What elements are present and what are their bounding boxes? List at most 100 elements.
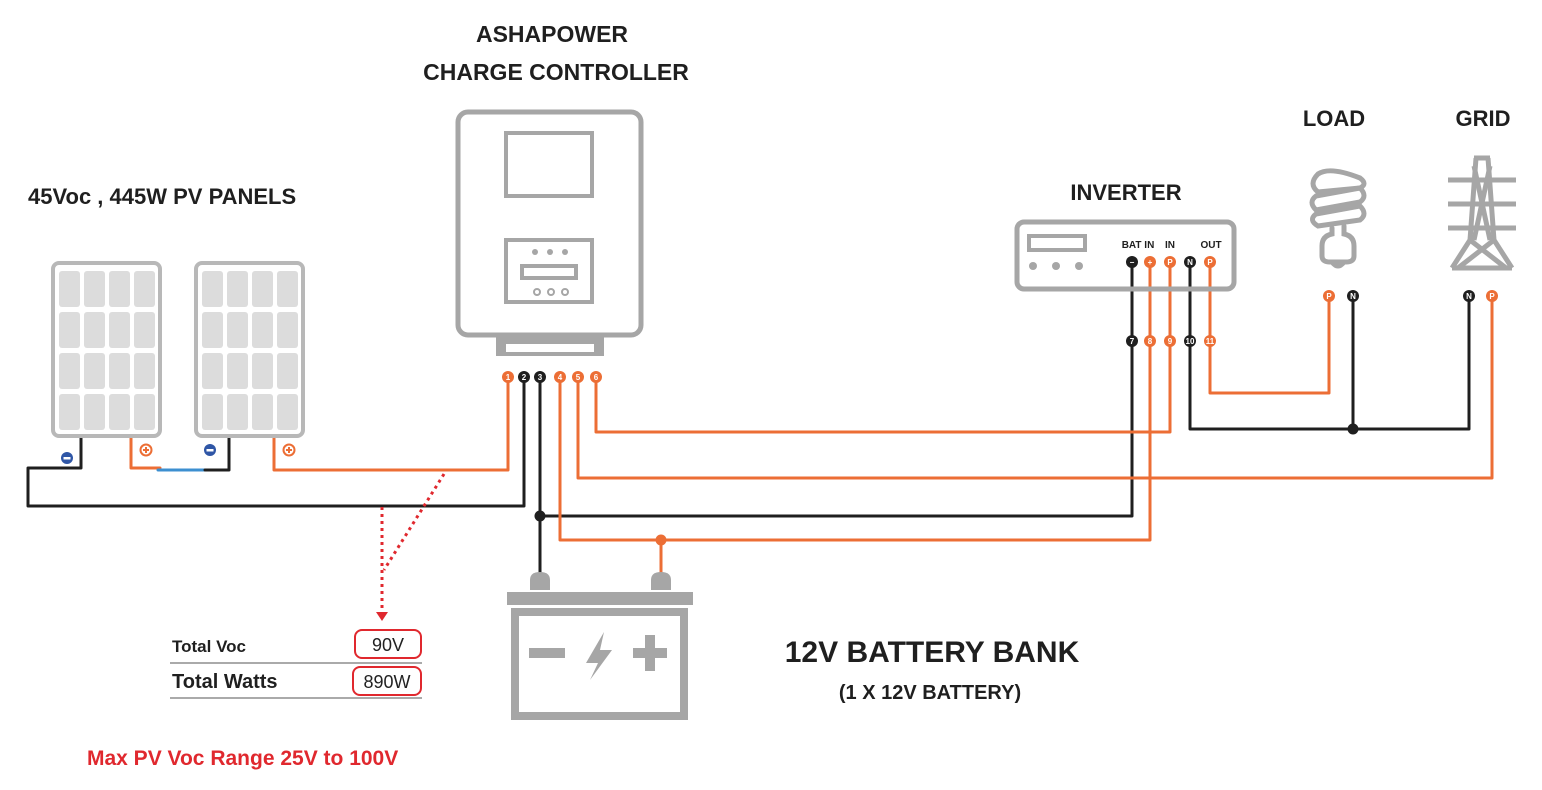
pv-panels (51, 261, 305, 464)
total-watts-box (352, 666, 422, 696)
inverter-port-4: P (1204, 256, 1216, 268)
svg-text:P: P (1167, 258, 1173, 267)
total-voc-label: Total Voc (172, 637, 246, 656)
wire-grid-live (576, 298, 1494, 480)
controller-title-line2: CHARGE CONTROLLER (423, 59, 689, 85)
inverter-title: INVERTER (1070, 180, 1181, 205)
load-terminal-N: N (1347, 290, 1359, 302)
svg-text:P: P (1207, 258, 1213, 267)
minus-icon (529, 648, 565, 658)
svg-text:4: 4 (558, 373, 563, 382)
charge-controller (455, 109, 644, 356)
svg-text:N: N (1350, 292, 1356, 301)
grid-terminal-P: P (1486, 290, 1498, 302)
controller-terminals: 1 2 3 4 5 6 (502, 371, 602, 383)
wire-load-live (1208, 298, 1331, 395)
controller-title-line1: ASHAPOWER (476, 21, 628, 47)
svg-text:1: 1 (506, 373, 511, 382)
battery-negative-post (530, 572, 550, 590)
controller-terminal-1: 1 (502, 371, 514, 383)
total-watts-label: Total Watts (172, 671, 278, 693)
svg-text:3: 3 (538, 373, 543, 382)
max-pv-voc-note: Max PV Voc Range 25V to 100V (87, 747, 398, 770)
controller-terminal-6: 6 (590, 371, 602, 383)
svg-text:−: − (1130, 258, 1135, 267)
negative-terminal-icon (61, 452, 73, 464)
pv-panels-title: 45Voc , 445W PV PANELS (28, 184, 296, 209)
inverter-terminal-7: 7 (1126, 335, 1138, 347)
svg-text:11: 11 (1206, 337, 1215, 346)
solar-panel-icon (194, 261, 305, 438)
wire-inverter-bat-positive (558, 343, 1152, 542)
controller-terminal-3: 3 (534, 371, 546, 383)
battery-bank-subtitle: (1 X 12V BATTERY) (839, 682, 1021, 704)
controller-terminal-5: 5 (572, 371, 584, 383)
inverter: BAT IN IN OUT (1014, 219, 1237, 292)
junction-dot (534, 510, 546, 522)
inverter-port-3: N (1184, 256, 1196, 268)
svg-text:P: P (1489, 292, 1495, 301)
controller-display (504, 131, 594, 198)
svg-text:6: 6 (594, 373, 599, 382)
svg-text:2: 2 (522, 373, 527, 382)
inverter-port-2: P (1164, 256, 1176, 268)
positive-terminal-icon (139, 443, 153, 457)
wire-panel1-positive (129, 436, 162, 470)
inverter-terminal-11: 11 (1204, 335, 1216, 347)
controller-terminal-2: 2 (518, 371, 530, 383)
arrow-down-icon (376, 612, 388, 621)
controller-panel (504, 238, 594, 304)
junction-dot (1347, 423, 1359, 435)
junction-dot (655, 534, 667, 546)
controller-terminal-4: 4 (554, 371, 566, 383)
svg-text:N: N (1466, 292, 1472, 301)
inverter-terminal-8: 8 (1144, 335, 1156, 347)
battery-positive-post (651, 572, 671, 590)
battery-bank-title: 12V BATTERY BANK (785, 636, 1080, 669)
wire-pv-negative (26, 378, 526, 508)
lightbulb-icon (1309, 168, 1367, 269)
total-watts-value: 890W (363, 672, 410, 692)
inverter-terminal-10: 10 (1184, 335, 1196, 347)
wire-inverter-ac-in (594, 343, 1172, 434)
grid-title: GRID (1456, 106, 1511, 131)
svg-text:N: N (1187, 258, 1193, 267)
wire-inverter-bat-negative (538, 343, 1134, 518)
battery-icon (507, 572, 693, 720)
svg-text:P: P (1326, 292, 1332, 301)
inverter-bat-in-label: BAT IN (1122, 240, 1155, 251)
svg-text:7: 7 (1130, 337, 1135, 346)
wire-panel2-negative (203, 436, 231, 472)
wire-pv-positive (272, 378, 510, 472)
power-pylon-icon (1448, 155, 1516, 271)
lightning-icon (586, 632, 612, 680)
load-title: LOAD (1303, 106, 1365, 131)
wire-neutral-bus (1188, 298, 1471, 431)
inverter-terminal-9: 9 (1164, 335, 1176, 347)
positive-terminal-icon (282, 443, 296, 457)
svg-text:10: 10 (1186, 337, 1195, 346)
total-voc-value: 90V (372, 635, 404, 655)
inverter-display (1027, 234, 1087, 252)
inverter-ports: − + P N P (1126, 256, 1216, 268)
inverter-port-0: − (1126, 256, 1138, 268)
total-voc-box (354, 629, 422, 659)
inverter-port-1: + (1144, 256, 1156, 268)
svg-text:9: 9 (1168, 337, 1173, 346)
load-terminal-P: P (1323, 290, 1335, 302)
totals-table: Total Voc 90V Total Watts 890W (170, 629, 422, 699)
inverter-terminals: 7 8 9 10 11 (1126, 335, 1216, 347)
grid-terminal-N: N (1463, 290, 1475, 302)
inverter-in-label: IN (1165, 240, 1175, 251)
svg-text:8: 8 (1148, 337, 1153, 346)
negative-terminal-icon (204, 444, 216, 456)
svg-text:+: + (1148, 258, 1153, 267)
solar-panel-icon (51, 261, 162, 438)
svg-text:5: 5 (576, 373, 581, 382)
inverter-out-label: OUT (1200, 240, 1221, 251)
wires (26, 262, 1494, 574)
total-voc-pointer (376, 473, 446, 621)
